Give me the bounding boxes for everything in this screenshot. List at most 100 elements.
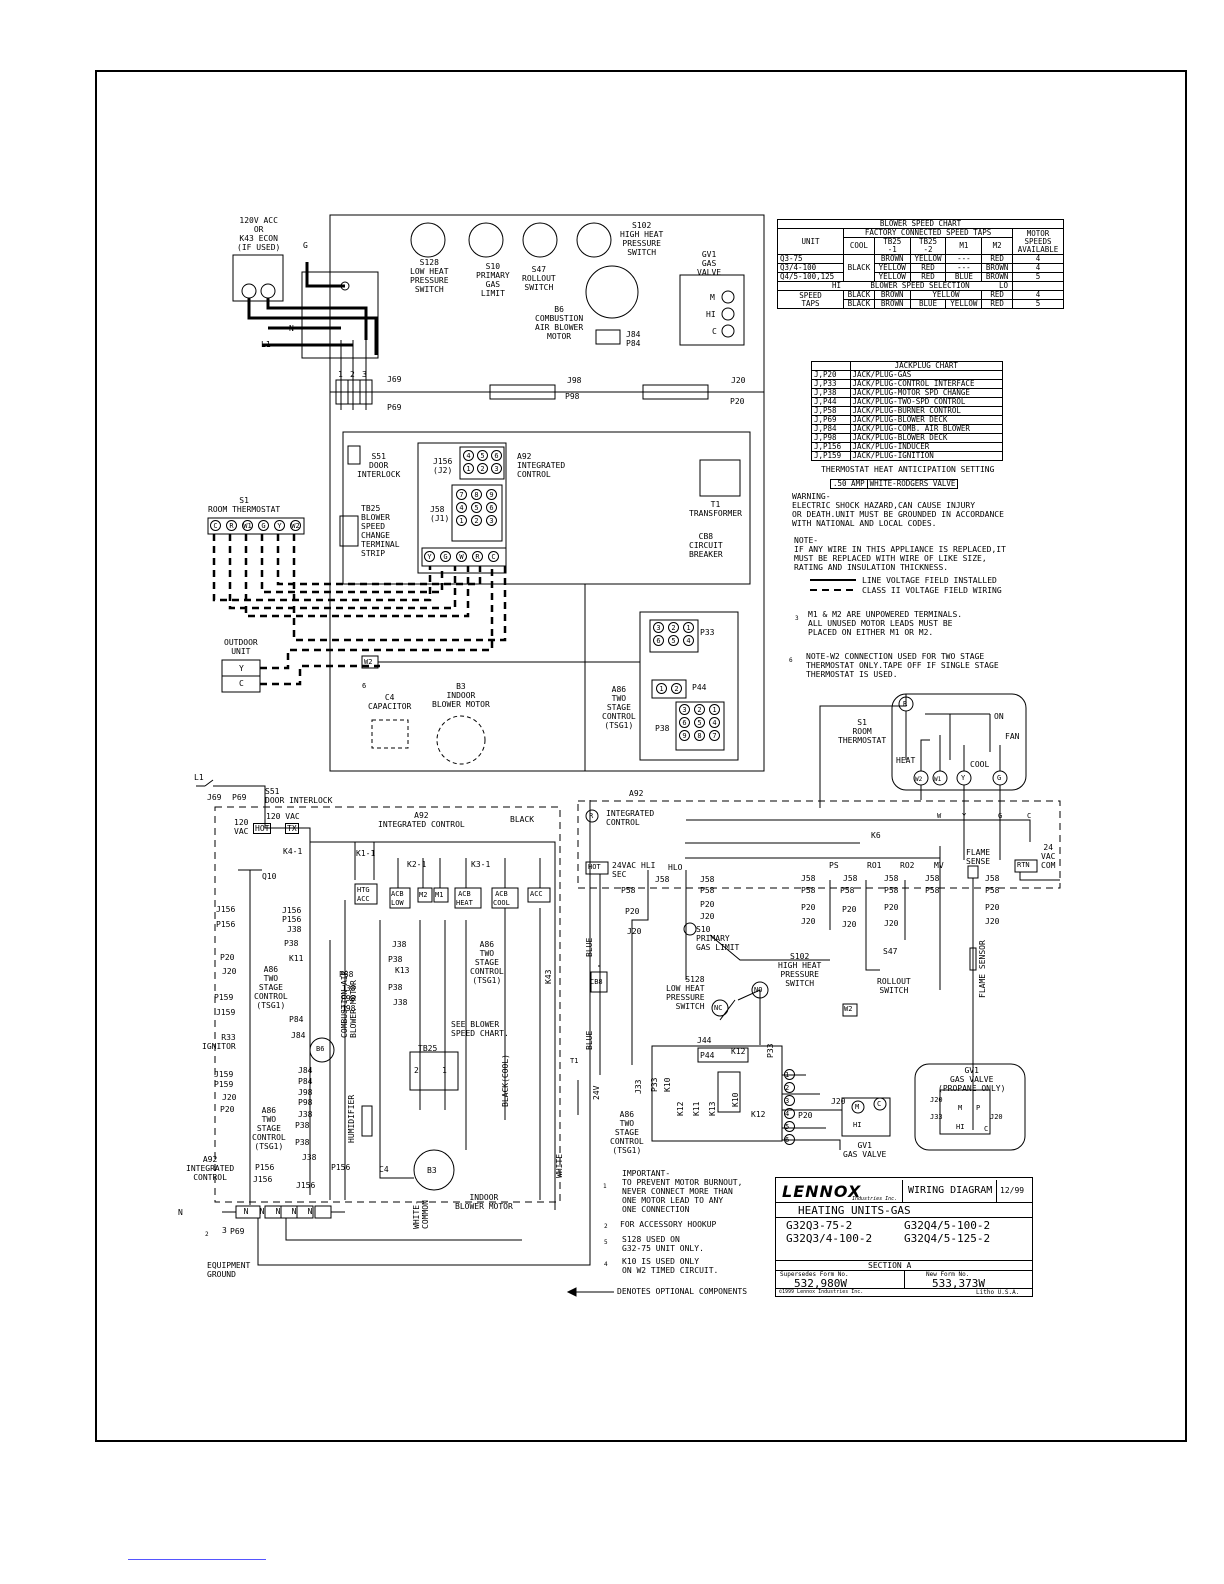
lr-k6: K6 (871, 831, 881, 840)
lr-j20-8: J20 (930, 1096, 943, 1104)
bsc-motor-speeds: MOTOR SPEEDS AVAILABLE (1012, 228, 1064, 255)
ll-k13: K13 (395, 966, 410, 975)
lr-p33: P33 (766, 1043, 775, 1058)
thermostat-top-terminal: C (210, 520, 221, 531)
gv-c: C (712, 327, 717, 336)
ll-j98: J98 (341, 1004, 356, 1013)
lr-pin: 1 (784, 1069, 795, 1080)
bsc-tb1-header: TB25 -1 (873, 237, 911, 255)
drawing-sheet (95, 70, 1187, 1442)
switch-s10: S10 PRIMARY GAS LIMIT (476, 262, 510, 298)
bsc-row-cool: BLACK (843, 254, 875, 282)
p33-pin: 5 (668, 635, 679, 646)
outdoor-w2: W2 (364, 658, 373, 666)
litho: Litho U.S.A. (976, 1289, 1020, 1296)
new-form-label: New Form No. (926, 1271, 970, 1278)
ll-p159: P159 (214, 993, 234, 1002)
ll-p38-f: P38 (388, 983, 403, 992)
ll-p156-c: P156 (255, 1163, 275, 1172)
ll-p38-c: P38 (295, 1121, 310, 1130)
ll-p20: P20 (220, 953, 235, 962)
j58-pin: 9 (486, 489, 497, 500)
ll-n-terminal: N (291, 1207, 297, 1216)
lr-p20-6: P20 (985, 903, 1000, 912)
p38-pin: 6 (679, 717, 690, 728)
lr-blue-2: BLUE (585, 1030, 594, 1050)
lr-rtn: RTN (1017, 861, 1030, 869)
ll-comb-air: COMBUSTION AIR BLOWER MOTOR (340, 970, 358, 1038)
bsc-lo: LO (998, 281, 1009, 290)
lr-gv-hi: HI (853, 1121, 862, 1129)
lr-p58-7: P58 (985, 886, 1000, 895)
switch-s47: S47 ROLLOUT SWITCH (522, 265, 556, 292)
lr-nc: NC (714, 1004, 723, 1012)
copyright: ©1999 Lennox Industries Inc. (779, 1289, 864, 1295)
j156-pin: 4 (463, 450, 474, 461)
lr-24vac: 24VAC SEC (612, 861, 637, 879)
accessory-note: FOR ACCESSORY HOOKUP (620, 1220, 717, 1229)
ll-j98-b: J98 (298, 1088, 313, 1097)
legend-class2: CLASS II VOLTAGE FIELD WIRING (862, 586, 1002, 595)
ll-p38-d: P38 (295, 1138, 310, 1147)
lr-s10: S10 PRIMARY GAS LIMIT (696, 925, 740, 952)
ll-tb-2: 2 (414, 1066, 419, 1075)
ll-120vac: 120 VAC (234, 818, 249, 836)
title-block: LENNOX Industries Inc. WIRING DIAGRAM 12… (775, 1177, 1033, 1297)
ground-label: G (303, 241, 308, 250)
bsc-selection: BLOWER SPEED SELECTION (870, 281, 970, 290)
ll-equip-ground: EQUIPMENT GROUND (207, 1261, 251, 1279)
tstat-w1: W1 (934, 776, 942, 783)
ll-box-m2: M2 (419, 891, 428, 899)
bsc-tap: RED (981, 299, 1014, 309)
lr-j20-4: J20 (842, 920, 857, 929)
j156-pin: 1 (463, 463, 474, 474)
note-6-num: 6 (789, 657, 793, 664)
ll-a86-c: A86 TWO STAGE CONTROL (TSG1) (470, 940, 504, 985)
lr-k12-c: K12 (751, 1110, 766, 1119)
ll-n: N (178, 1208, 183, 1217)
ll-b3: B3 (427, 1166, 437, 1175)
j156-pin: 2 (477, 463, 488, 474)
j58-pin: 3 (486, 515, 497, 526)
legend-line-voltage: LINE VOLTAGE FIELD INSTALLED (862, 576, 997, 585)
important-num-2: 2 (604, 1223, 608, 1230)
lr-a92: A92 (629, 789, 644, 798)
l1-label: L1 (261, 340, 271, 349)
j58-pin: 2 (471, 515, 482, 526)
lr-s128: S128 LOW HEAT PRESSURE SWITCH (666, 975, 705, 1011)
ll-a92-b: A92 INTEGRATED CONTROL (186, 1155, 235, 1182)
lr-k11: K11 (692, 1101, 701, 1116)
lr-p58-6: P58 (925, 886, 940, 895)
ll-indoor: INDOOR BLOWER MOTOR (455, 1193, 513, 1211)
ll-p20-b: P20 (220, 1105, 235, 1114)
thermostat-top-terminal: W2 (290, 520, 301, 531)
p44-label: P44 (692, 683, 707, 692)
lr-hot: HOT (588, 863, 601, 871)
lr-r: R (589, 812, 594, 820)
bsc-hi: HI (832, 281, 842, 290)
p20-label: P20 (730, 397, 745, 406)
j69-label: J69 (387, 375, 402, 384)
lr-ro1: RO1 (867, 861, 882, 870)
ll-box-acb-heat: ACB HEAT (456, 890, 473, 907)
note-6: NOTE-W2 CONNECTION USED FOR TWO STAGE TH… (806, 652, 999, 679)
lr-j58-1: J58 (655, 875, 670, 884)
lr-c: C (1027, 812, 1032, 820)
gv-m: M (710, 293, 715, 302)
lr-k13: K13 (708, 1101, 717, 1116)
ll-box-m1: M1 (435, 891, 444, 899)
lr-j58-2: J58 (700, 875, 715, 884)
ll-note2: 2 (205, 1231, 209, 1238)
anticipation-amp: .50 AMP (830, 479, 868, 489)
bsc-m1-header: M1 (945, 237, 983, 255)
ll-p156-b: P156 (282, 915, 302, 924)
ll-l1: L1 (194, 773, 204, 782)
lr-s102: S102 HIGH HEAT PRESSURE SWITCH (778, 952, 822, 988)
terminal-strip-pin: Y (424, 551, 435, 562)
ll-j156-c: J156 (253, 1175, 273, 1184)
